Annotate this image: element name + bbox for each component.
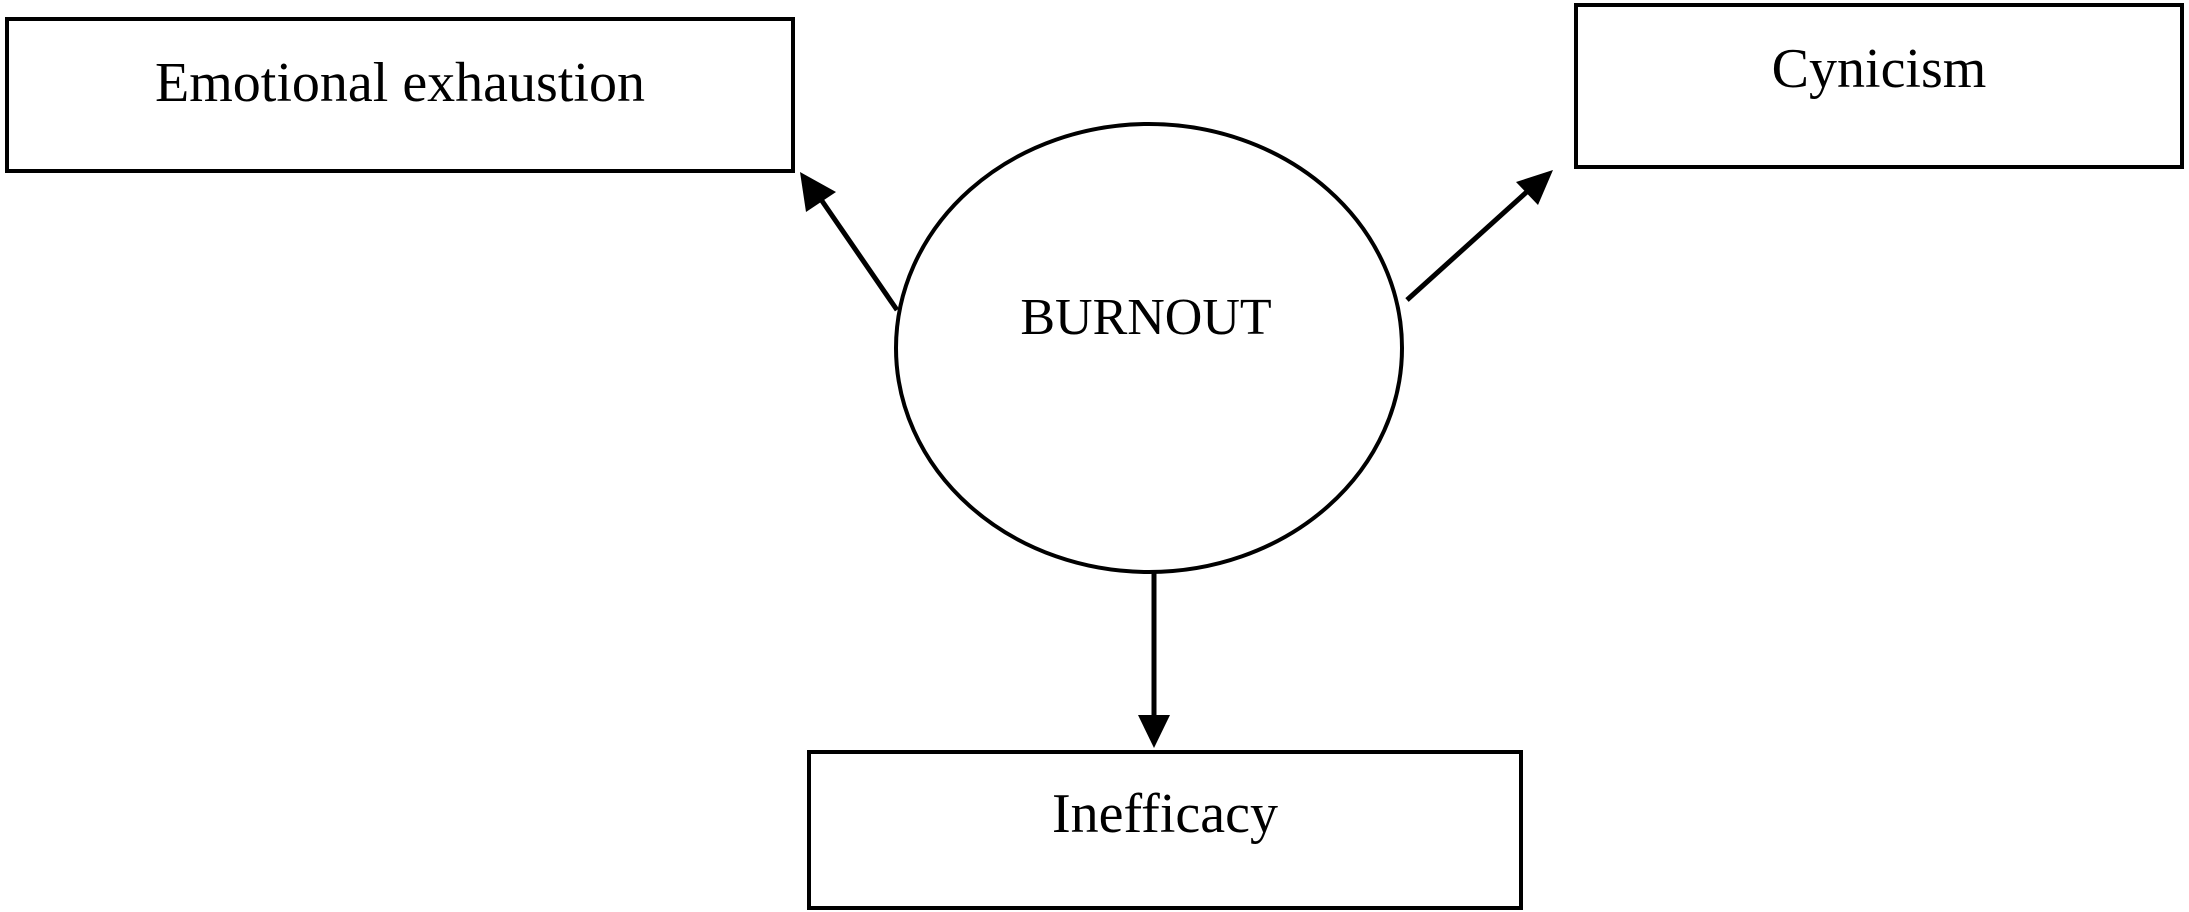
arrowhead-cynicism <box>1516 170 1553 205</box>
node-cynicism: Cynicism <box>1574 3 2184 169</box>
arrowhead-inefficacy <box>1138 715 1170 748</box>
node-inefficacy-label: Inefficacy <box>1052 783 1278 845</box>
node-emotional-exhaustion: Emotional exhaustion <box>5 17 795 173</box>
arrow-line-exhaustion <box>817 196 900 312</box>
node-cynicism-label: Cynicism <box>1771 38 1987 100</box>
node-inefficacy: Inefficacy <box>807 750 1523 910</box>
arrowhead-exhaustion <box>800 172 836 212</box>
arrow-line-cynicism <box>1405 187 1532 302</box>
node-emotional-exhaustion-label: Emotional exhaustion <box>155 52 645 114</box>
burnout-label: BURNOUT <box>1020 289 1272 346</box>
burnout-ellipse <box>894 122 1404 574</box>
